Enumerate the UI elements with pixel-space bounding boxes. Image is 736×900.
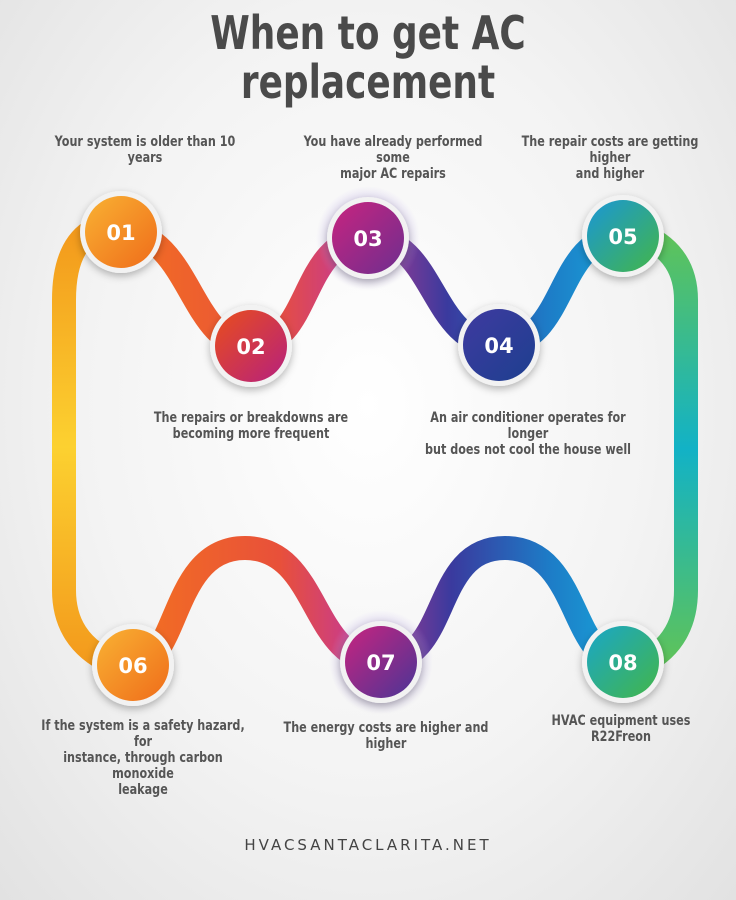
step-number-label: 06 xyxy=(118,654,147,678)
track-right xyxy=(633,224,698,674)
step-number-label: 01 xyxy=(106,221,135,245)
step-node-fill xyxy=(85,196,157,268)
step-node-07: 07 xyxy=(340,621,422,703)
step-node-fill xyxy=(215,310,287,382)
step-node-08: 08 xyxy=(582,621,664,703)
step-node-fill xyxy=(97,629,169,701)
caption-08: HVAC equipment uses R22Freon xyxy=(551,713,691,745)
track-left xyxy=(52,220,122,674)
step-node-fill xyxy=(463,309,535,381)
step-node-02: 02 xyxy=(210,305,292,387)
step-node-fill xyxy=(587,626,659,698)
step-node-04: 04 xyxy=(458,304,540,386)
step-node-03: 03 xyxy=(327,197,409,279)
caption-01: Your system is older than 10 years xyxy=(54,134,236,166)
step-node-01: 01 xyxy=(80,191,162,273)
step-number-label: 03 xyxy=(353,227,382,251)
step-node-fill xyxy=(332,202,404,274)
page-title-line2: replacement xyxy=(240,55,496,109)
step-number-label: 08 xyxy=(608,651,637,675)
step-number-label: 05 xyxy=(608,225,637,249)
step-node-fill xyxy=(345,626,417,698)
step-node-05: 05 xyxy=(582,195,664,277)
step-number-label: 07 xyxy=(366,651,395,675)
step-node-fill xyxy=(587,200,659,272)
step-number-label: 02 xyxy=(236,335,265,359)
footer-website: HVACSANTACLARITA.NET xyxy=(244,836,492,854)
page-title-line1: When to get AC xyxy=(210,6,526,60)
step-number-label: 04 xyxy=(484,334,513,358)
step-node-06: 06 xyxy=(92,624,174,706)
